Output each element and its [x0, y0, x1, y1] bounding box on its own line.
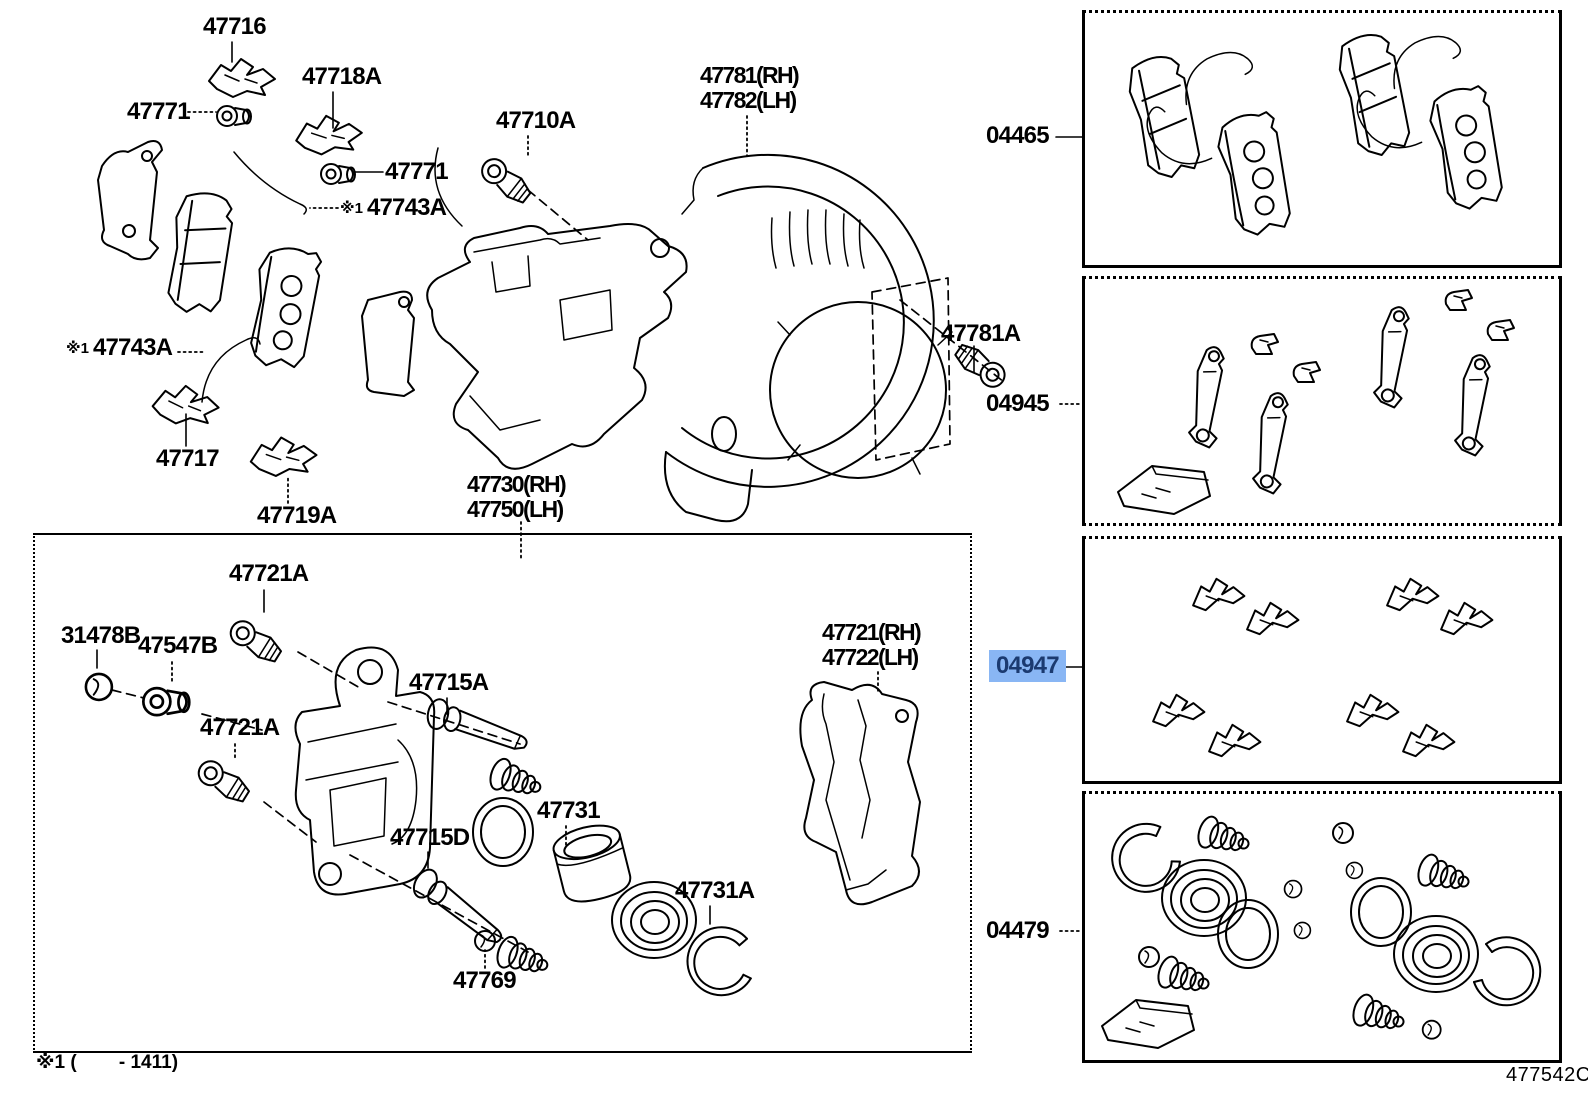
piston — [552, 824, 632, 903]
part-label-47547B[interactable]: 47547B — [138, 632, 218, 659]
part-label-47710A[interactable]: 47710A — [496, 107, 576, 134]
part-label-47781A[interactable]: 47781A — [941, 320, 1021, 347]
kit-box-04465[interactable] — [1082, 10, 1562, 268]
kit-04465-art — [1122, 28, 1510, 240]
part-label-47769[interactable]: 47769 — [453, 967, 517, 994]
part-label-47718A[interactable]: 47718A — [302, 63, 382, 90]
kit-label-04945[interactable]: 04945 — [986, 390, 1050, 417]
caliper-assembly-box — [33, 533, 972, 1053]
kit-04945-art — [1117, 289, 1515, 515]
part-label-47731A[interactable]: 47731A — [675, 877, 755, 904]
part-label-47781-47782[interactable]: 47781(RH)47782(LH) — [700, 62, 800, 113]
kit-label-04947-highlighted[interactable]: 04947 — [989, 650, 1066, 682]
drawing-code: 477542C — [1506, 1064, 1588, 1086]
kit-box-04479[interactable] — [1082, 791, 1562, 1063]
caliper-bracket — [426, 153, 688, 470]
kit-box-04947[interactable] — [1082, 536, 1562, 784]
leader-lines — [96, 41, 1083, 969]
kit-04947-art — [1149, 575, 1495, 759]
part-label-47731[interactable]: 47731 — [537, 797, 601, 824]
part-label-47715A[interactable]: 47715A — [409, 669, 489, 696]
part-label-47721-47722[interactable]: 47721(RH)47722(LH) — [822, 619, 922, 670]
mount-bracket — [799, 681, 921, 906]
caliper-assembly — [84, 615, 921, 1003]
part-label-47716[interactable]: 47716 — [203, 13, 267, 40]
kit-04479-art — [1101, 813, 1542, 1049]
part-label-47730-47750[interactable]: 47730(RH)47750(LH) — [467, 471, 567, 522]
part-label-47771-2[interactable]: 47771 — [385, 158, 449, 185]
part-label-47721A-1[interactable]: 47721A — [229, 560, 309, 587]
kit-box-04945[interactable] — [1082, 276, 1562, 526]
part-label-47721A-2[interactable]: 47721A — [200, 714, 280, 741]
part-label-47771-1[interactable]: 47771 — [127, 98, 191, 125]
part-label-31478B[interactable]: 31478B — [61, 622, 141, 649]
part-label-47719A[interactable]: 47719A — [257, 502, 337, 529]
part-label-47717[interactable]: 47717 — [156, 445, 220, 472]
pad-and-clip-cluster — [97, 58, 463, 479]
kit-label-04465[interactable]: 04465 — [986, 122, 1050, 149]
dust-shield — [663, 153, 1011, 523]
kit-label-04479[interactable]: 04479 — [986, 917, 1050, 944]
footnote-applicability: ※1 ( - 1411) — [36, 1052, 179, 1073]
part-label-47715D[interactable]: 47715D — [390, 824, 470, 851]
